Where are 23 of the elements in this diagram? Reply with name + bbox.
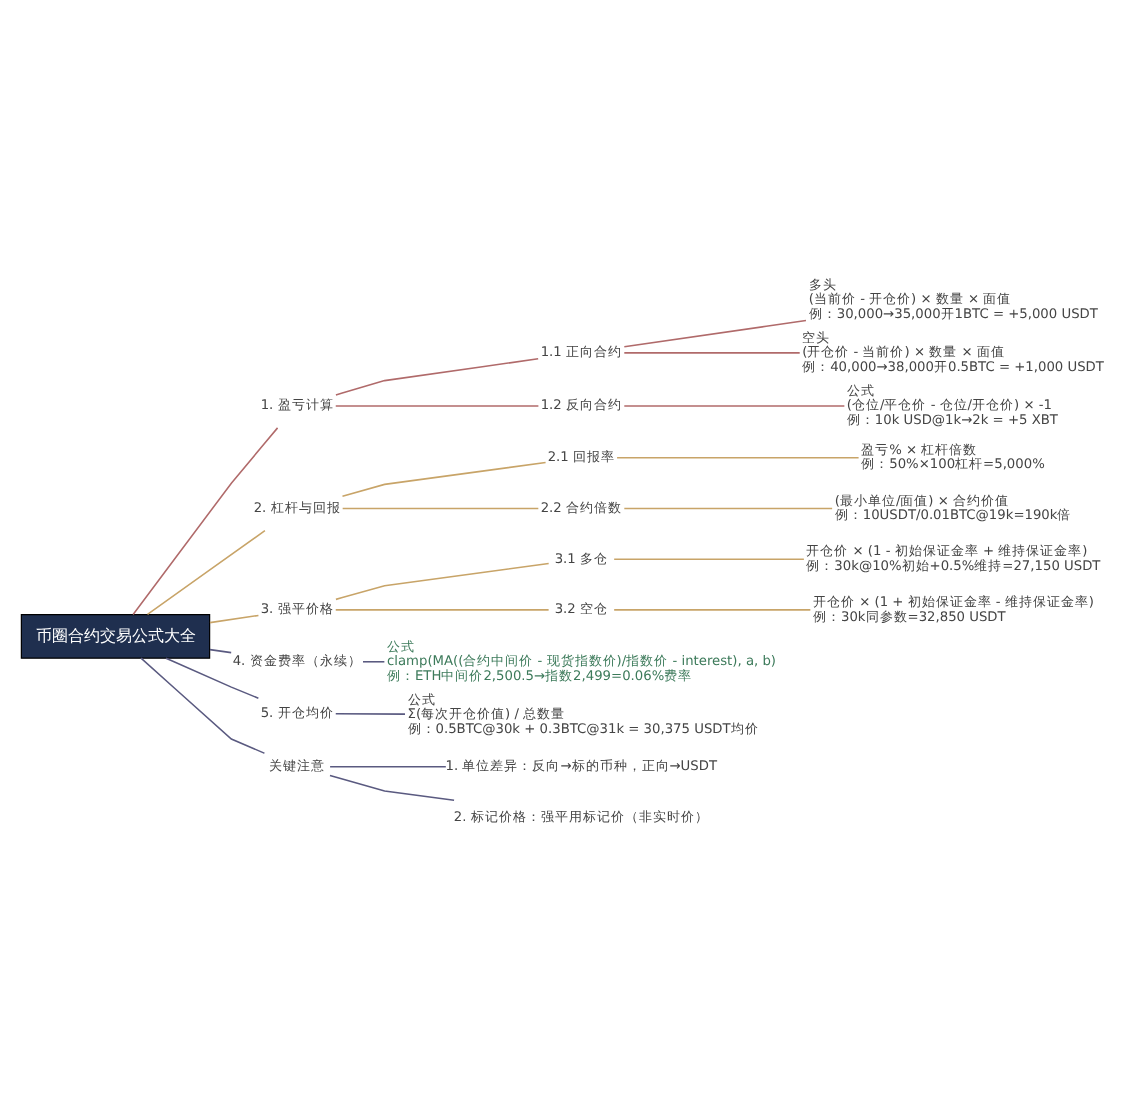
connector bbox=[132, 427, 279, 616]
connector bbox=[334, 405, 540, 407]
connector bbox=[335, 358, 539, 396]
connector bbox=[334, 713, 406, 715]
connector bbox=[165, 657, 260, 699]
connector bbox=[335, 562, 550, 601]
connector bbox=[341, 507, 540, 510]
connector bbox=[329, 774, 455, 802]
connector bbox=[334, 609, 550, 611]
connector bbox=[209, 648, 232, 654]
connector bbox=[623, 507, 833, 510]
connector bbox=[616, 457, 860, 459]
connector bbox=[140, 657, 266, 754]
connector bbox=[623, 319, 807, 348]
connector bbox=[209, 614, 260, 624]
connector bbox=[613, 558, 805, 560]
connector bbox=[329, 766, 447, 768]
connector bbox=[362, 661, 386, 663]
connector bbox=[341, 461, 547, 497]
connector bbox=[613, 609, 812, 611]
connector bbox=[623, 405, 846, 407]
connector bbox=[623, 352, 801, 354]
connector bbox=[146, 529, 266, 616]
